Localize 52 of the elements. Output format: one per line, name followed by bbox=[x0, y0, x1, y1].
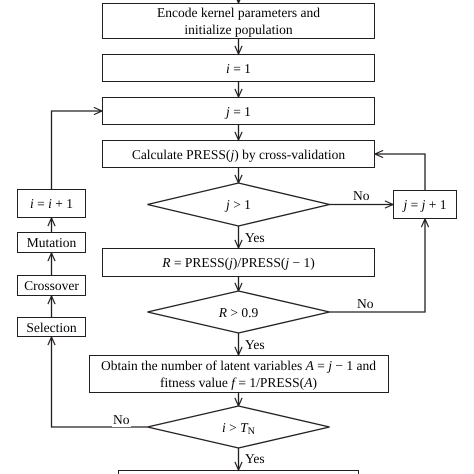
process-box bbox=[393, 190, 457, 219]
arrow bbox=[234, 277, 243, 292]
arrow bbox=[234, 82, 243, 98]
arrow bbox=[374, 150, 426, 190]
arrow bbox=[234, 226, 243, 249]
arrow bbox=[47, 217, 56, 232]
process-box bbox=[17, 275, 86, 296]
edge-label: No bbox=[356, 296, 374, 311]
node-text: Obtain the number of latent variables A = j − 1 and fitness value f = 1/PRESS(A) bbox=[100, 357, 378, 391]
process-box bbox=[17, 189, 86, 218]
node-text: i = 1 bbox=[226, 60, 251, 76]
arrow bbox=[50, 106, 103, 189]
node-text: R > 0.9 bbox=[218, 304, 258, 320]
arrow bbox=[330, 200, 394, 209]
process-box bbox=[17, 232, 86, 253]
node-text: R = PRESS(j)/PRESS(j − 1) bbox=[162, 254, 315, 271]
node-text: j = j + 1 bbox=[403, 196, 447, 213]
edge-label: No bbox=[112, 412, 130, 427]
node-text: Calculate PRESS(j) by cross-validation bbox=[132, 146, 346, 162]
process-box bbox=[88, 355, 388, 393]
node-text: i > T$_{N}$ bbox=[222, 418, 255, 436]
process-box bbox=[102, 97, 375, 125]
node-text: j = 1 bbox=[226, 102, 251, 120]
process-box bbox=[102, 140, 375, 168]
node-text: Selection bbox=[26, 318, 77, 336]
decision-diamond bbox=[146, 182, 330, 227]
arrow bbox=[330, 218, 430, 313]
arrow bbox=[234, 333, 243, 356]
process-box bbox=[17, 317, 86, 337]
arrow bbox=[47, 295, 56, 317]
node-text: Encode kernel parameters and initialize population bbox=[156, 4, 322, 38]
decision-diamond bbox=[146, 290, 330, 334]
arrow bbox=[234, 448, 243, 471]
node-text: Mutation bbox=[26, 234, 76, 251]
arrow bbox=[47, 252, 56, 275]
process-box bbox=[102, 248, 375, 277]
arrow bbox=[47, 336, 148, 428]
process-box bbox=[102, 54, 375, 82]
process-box bbox=[102, 3, 375, 39]
edge-label: No bbox=[352, 188, 370, 203]
arrow bbox=[234, 0, 243, 4]
arrow bbox=[234, 125, 243, 141]
arrow bbox=[234, 39, 243, 55]
decision-diamond bbox=[146, 405, 330, 449]
arrow bbox=[234, 168, 243, 184]
edge-label: Yes bbox=[244, 337, 266, 352]
node-text: i = i + 1 bbox=[30, 195, 74, 212]
node-text: Crossover bbox=[24, 277, 79, 294]
node-text: j > 1 bbox=[226, 196, 251, 213]
arrow bbox=[234, 393, 243, 407]
edge-label: Yes bbox=[244, 230, 266, 245]
edge-label: Yes bbox=[244, 451, 266, 466]
